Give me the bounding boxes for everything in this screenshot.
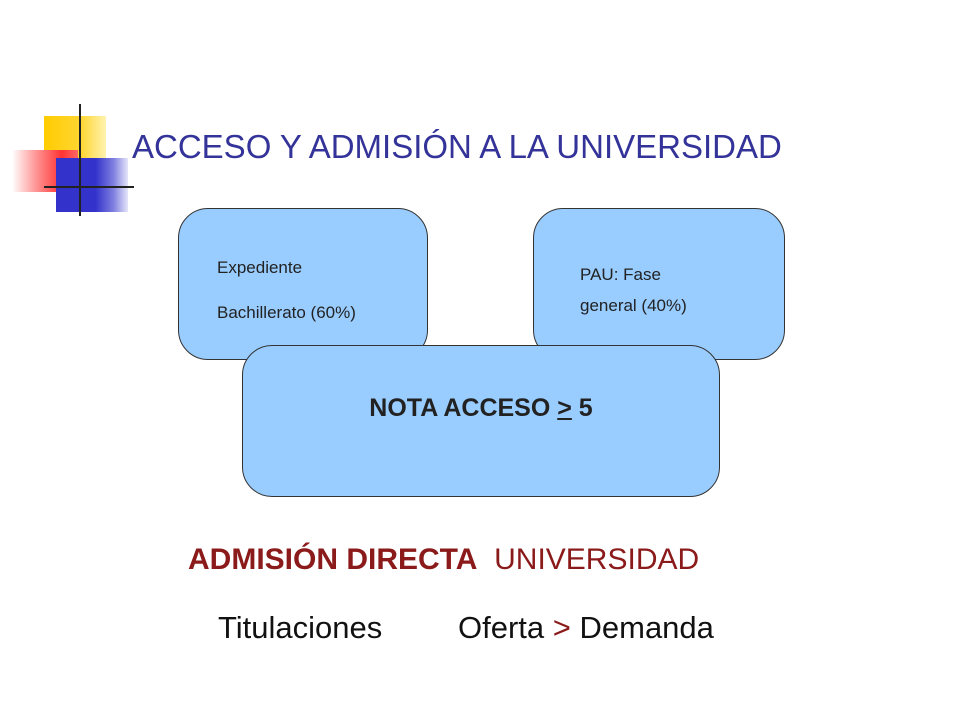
universidad-label: UNIVERSIDAD [494,543,700,576]
bachillerato-label: Bachillerato (60%) [217,303,356,322]
pau-box: PAU: Fase general (40%) [533,208,785,360]
general-label: general (40%) [580,296,687,315]
greater-operator: > [552,610,571,645]
pau-label: PAU: Fase [580,265,661,284]
nota-acceso-box: NOTA ACCESO > 5 [242,345,720,497]
demanda-label: Demanda [570,610,714,645]
titulaciones-label: Titulaciones [218,610,383,645]
nota-acceso-prefix: NOTA ACCESO [369,394,558,422]
nota-acceso-text: NOTA ACCESO > 5 [243,394,719,423]
expediente-box: Expediente Bachillerato (60%) [178,208,428,360]
vertical-line [79,104,81,216]
horizontal-line [44,186,134,188]
nota-acceso-value: 5 [571,394,593,422]
slide-title: ACCESO Y ADMISIÓN A LA UNIVERSIDAD [132,128,782,165]
greater-equal-operator: > [557,394,572,422]
admision-line: ADMISIÓN DIRECTA UNIVERSIDAD [188,543,699,577]
blue-square [56,158,128,212]
admision-directa: ADMISIÓN DIRECTA [188,543,478,576]
oferta-label: Oferta [458,610,553,645]
expediente-label: Expediente [217,258,303,277]
oferta-demanda: Oferta > Demanda [458,610,714,646]
